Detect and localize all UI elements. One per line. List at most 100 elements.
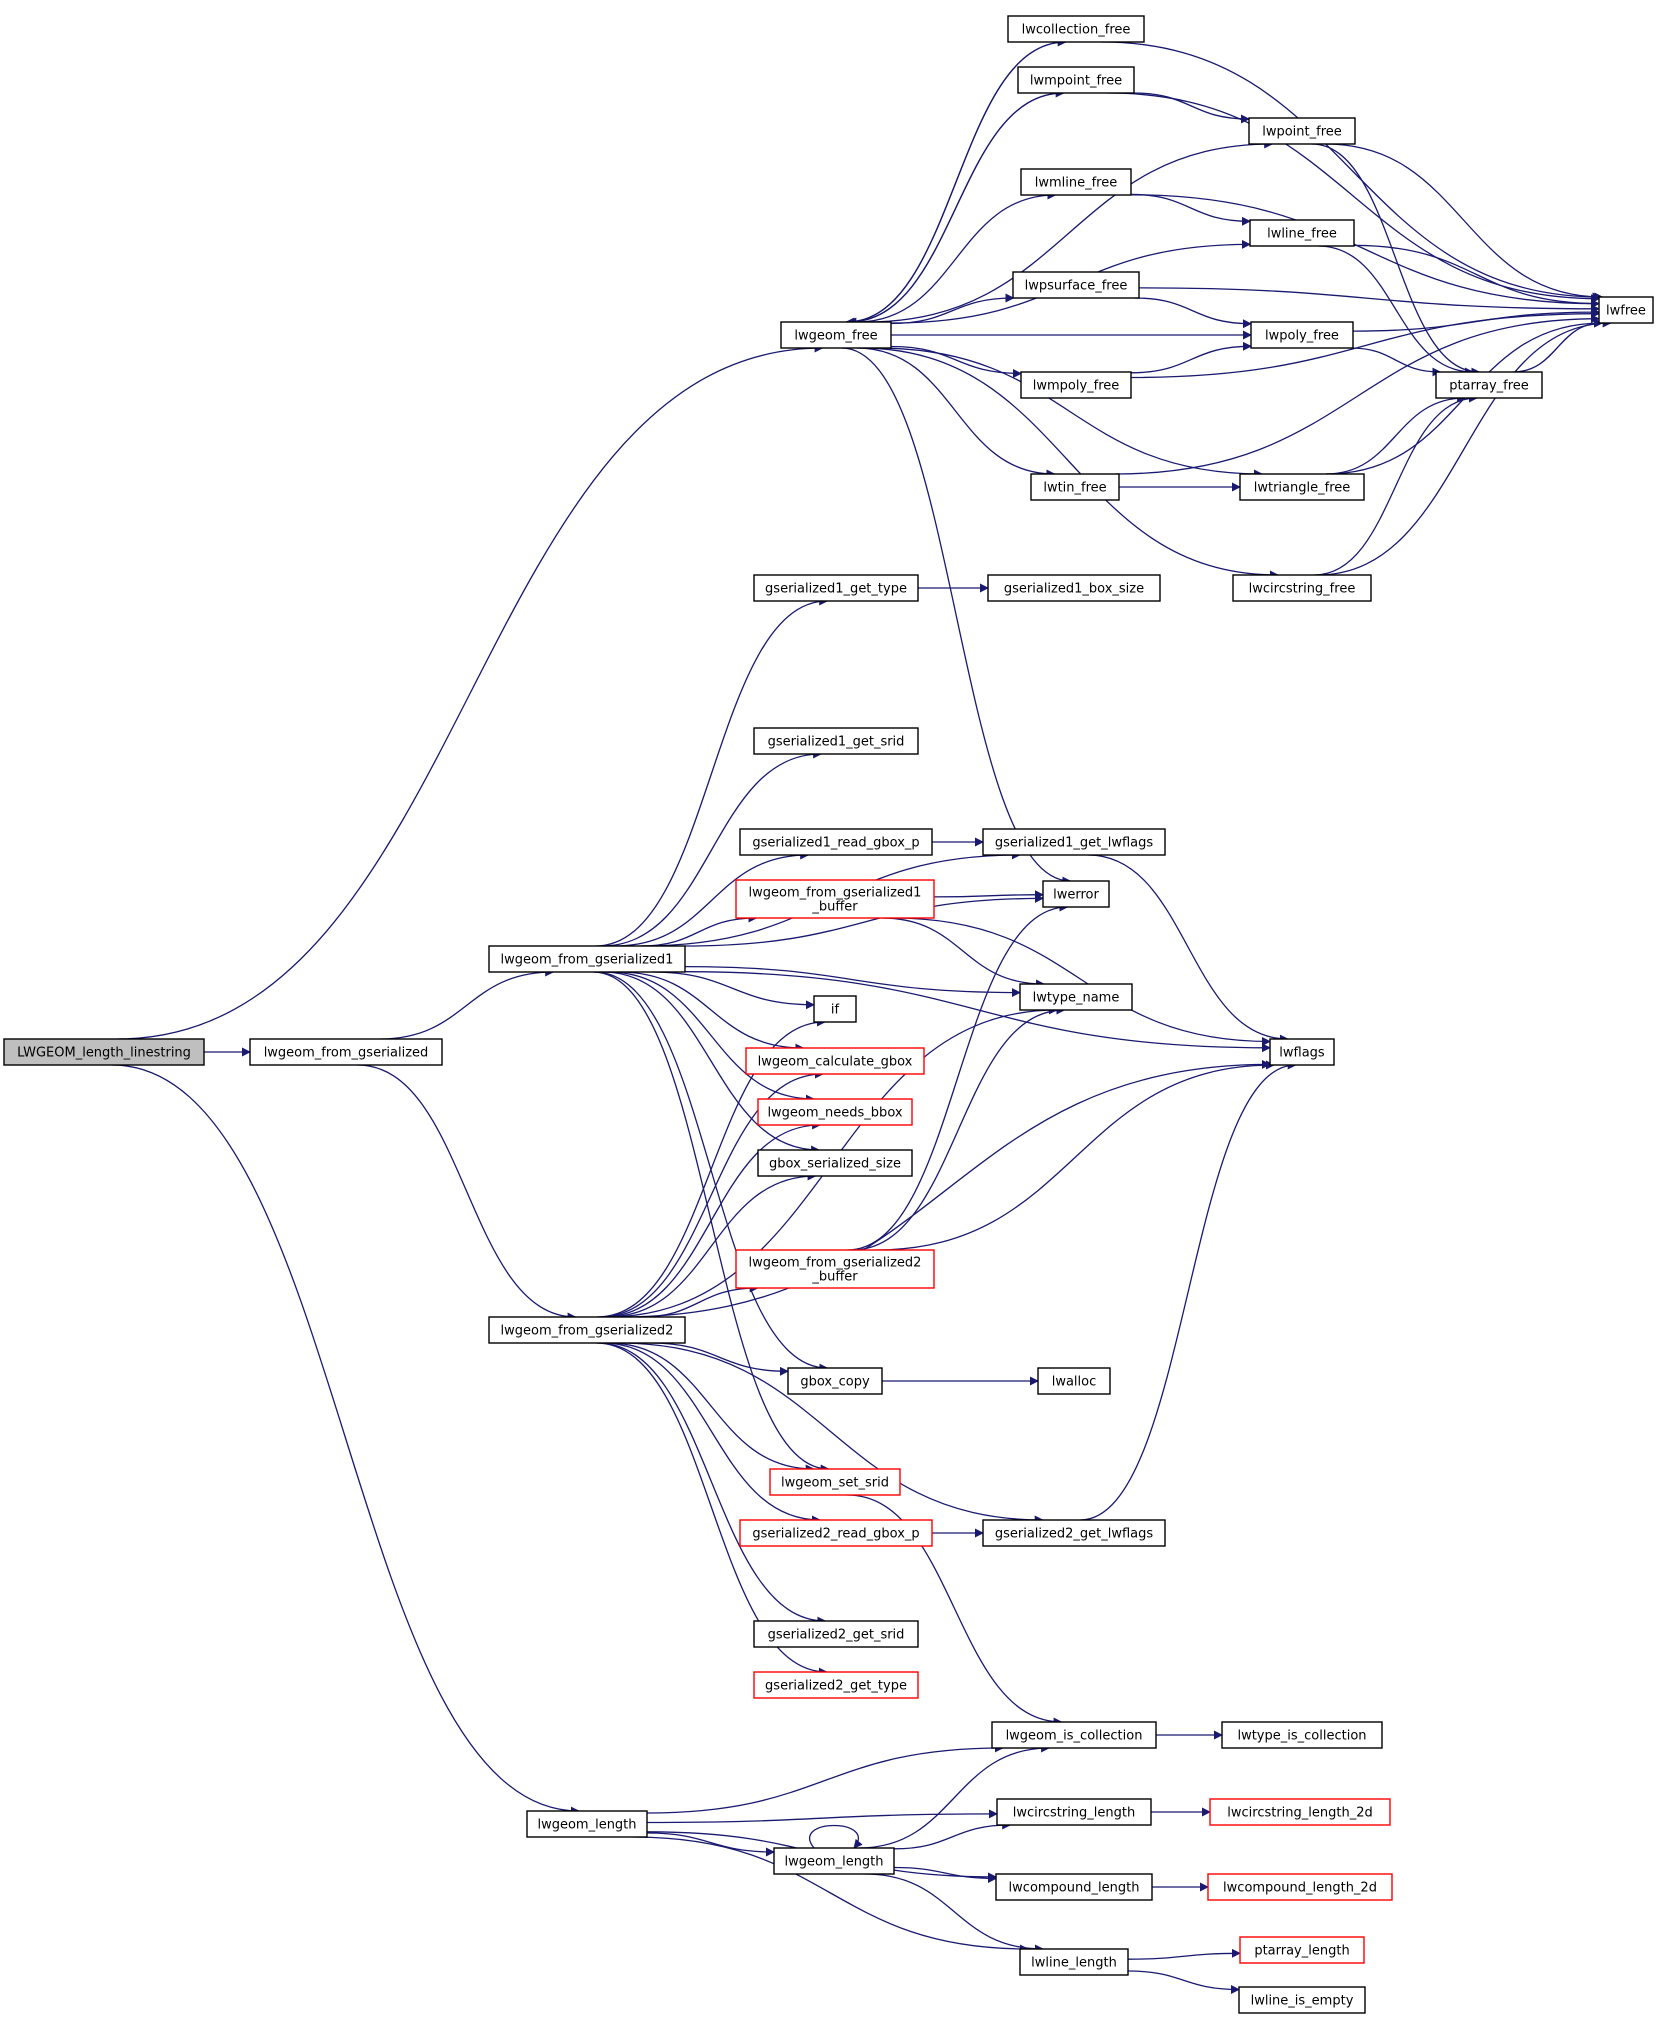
edge-group (618, 971, 805, 1053)
node-gserialized1-read-gbox-p[interactable]: gserialized1_read_gbox_p (739, 828, 933, 856)
node-lwgeom-from-gserialized[interactable]: lwgeom_from_gserialized (249, 1038, 443, 1066)
edge-group (856, 190, 1057, 323)
node-lwfree[interactable]: lwfree (1598, 296, 1654, 324)
node-lwgeom-from-gserialized2[interactable]: lwgeom_from_gserialized2 (488, 1316, 686, 1344)
edge-gserialized2_get_lwflags-to-lwflags (1080, 1060, 1297, 1521)
node-lwmline-free[interactable]: lwmline_free (1020, 168, 1132, 196)
node-label: lwline_length (1031, 1956, 1117, 1971)
node-gbox-serialized-size[interactable]: gbox_serialized_size (757, 1149, 913, 1177)
edge-group (602, 1342, 821, 1525)
node-box (1249, 219, 1355, 247)
node-lwgeom-length-inner[interactable]: lwgeom_length (773, 1847, 895, 1875)
node-gserialized1-get-srid[interactable]: gserialized1_get_srid (753, 727, 919, 755)
node-label: gserialized1_read_gbox_p (752, 836, 919, 851)
node-label: gbox_serialized_size (769, 1157, 901, 1172)
node-lwgeom-free[interactable]: lwgeom_free (780, 321, 892, 349)
edge-group (1313, 393, 1478, 576)
edge-group (640, 913, 758, 947)
node-lwpoly-free[interactable]: lwpoly_free (1250, 321, 1354, 349)
node-lwmpoint-free[interactable]: lwmpoint_free (1017, 66, 1135, 94)
node-box (753, 574, 919, 602)
node-lwtin-free[interactable]: lwtin_free (1030, 473, 1120, 501)
node-label: lwgeom_from_gserialized1 (749, 886, 922, 901)
edge-group (646, 1832, 775, 1857)
node-lwgeom-from-gserialized1[interactable]: lwgeom_from_gserialized1 (488, 945, 686, 973)
node-lwcircstring-length[interactable]: lwcircstring_length (996, 1798, 1152, 1826)
edge-lwpsurface_free-to-lwpoly_free (1134, 297, 1252, 329)
node-gbox-copy[interactable]: gbox_copy (787, 1367, 883, 1395)
edge-lwgeom_from_gserialized1-to-lwgeom_from_gserialized1_buffer (640, 913, 758, 947)
edge-lwpsurface_free-to-lwfree (1138, 287, 1600, 314)
node-lwalloc[interactable]: lwalloc (1037, 1367, 1111, 1395)
edge-group (601, 1120, 822, 1318)
node-lwline-length[interactable]: lwline_length (1019, 1948, 1129, 1976)
edge-group (1101, 41, 1602, 302)
edge-group (646, 1809, 998, 1824)
node-box (1435, 371, 1543, 399)
node-lwmpoly-free[interactable]: lwmpoly_free (1020, 371, 1132, 399)
node-lwerror[interactable]: lwerror (1042, 880, 1110, 908)
node-lwgeom-is-collection[interactable]: lwgeom_is_collection (991, 1721, 1157, 1749)
node-label: gbox_copy (800, 1375, 870, 1390)
node-box (773, 1847, 895, 1875)
node-label: gserialized1_get_lwflags (995, 836, 1154, 851)
node-lwgeom-from-gserialized1-buffer[interactable]: lwgeom_from_gserialized1_buffer (735, 879, 935, 919)
node-lwcircstring-length-2d[interactable]: lwcircstring_length_2d (1209, 1798, 1391, 1826)
edge-group (1311, 143, 1481, 377)
node-lwpsurface-free[interactable]: lwpsurface_free (1012, 271, 1140, 299)
node-label: gserialized1_get_type (765, 582, 907, 597)
node-gserialized1-box-size[interactable]: gserialized1_box_size (987, 574, 1161, 602)
node-label: LWGEOM_length_linestring (17, 1046, 191, 1061)
edge-group (1133, 92, 1250, 124)
node-gserialized2-read-gbox-p[interactable]: gserialized2_read_gbox_p (739, 1519, 933, 1547)
node-lwgeom-from-gserialized2-buffer[interactable]: lwgeom_from_gserialized2_buffer (735, 1249, 935, 1289)
edge-group (597, 1342, 827, 1626)
edge-group (112, 1064, 580, 1816)
node-lwgeom-needs-bbox[interactable]: lwgeom_needs_bbox (757, 1098, 913, 1126)
edge-group (684, 965, 1021, 998)
node-label: lwmpoly_free (1033, 379, 1120, 394)
edge-lwcircstring_free-to-ptarray_free (1313, 393, 1478, 576)
node-label: lwline_is_empty (1251, 1994, 1354, 2009)
node-lwgeom-set-srid[interactable]: lwgeom_set_srid (769, 1468, 901, 1496)
node-lwcompound-length[interactable]: lwcompound_length (995, 1873, 1153, 1901)
node-lwcompound-length-2d[interactable]: lwcompound_length_2d (1207, 1873, 1393, 1901)
node-ptarray-length[interactable]: ptarray_length (1239, 1936, 1365, 1964)
node-lwflags[interactable]: lwflags (1269, 1038, 1335, 1066)
node-lwpoint-free[interactable]: lwpoint_free (1248, 117, 1356, 145)
edge-group (893, 1866, 997, 1883)
node-gserialized1-get-type[interactable]: gserialized1_get_type (753, 574, 919, 602)
edge-group (601, 749, 823, 947)
edge-lwgeom_from_gserialized1-to-lwgeom_calculate_gbox (618, 971, 805, 1053)
node-lwline-is-empty[interactable]: lwline_is_empty (1238, 1986, 1366, 2014)
node-gserialized1-get-lwflags[interactable]: gserialized1_get_lwflags (982, 828, 1166, 856)
node-if[interactable]: if (813, 995, 857, 1023)
node-lwgeom-length[interactable]: lwgeom_length (526, 1810, 648, 1838)
edge-group (596, 1342, 828, 1677)
node-lwgeom-calculate-gbox[interactable]: lwgeom_calculate_gbox (745, 1047, 925, 1075)
edge-group (1317, 245, 1474, 377)
node-lwtype-name[interactable]: lwtype_name (1019, 983, 1133, 1011)
node-box (1007, 15, 1145, 43)
node-lwtriangle-free[interactable]: lwtriangle_free (1239, 473, 1365, 501)
edge-lwgeom_from_gserialized2-to-gbox_serialized_size (606, 1171, 817, 1318)
node-gserialized2-get-srid[interactable]: gserialized2_get_srid (753, 1620, 919, 1648)
edge-group (1130, 194, 1600, 309)
node-lwtype-is-collection[interactable]: lwtype_is_collection (1221, 1721, 1383, 1749)
node-lwcircstring-free[interactable]: lwcircstring_free (1232, 574, 1372, 602)
edge-group (602, 971, 821, 1155)
node-label: gserialized2_get_type (765, 1679, 907, 1694)
node-gserialized2-get-lwflags[interactable]: gserialized2_get_lwflags (982, 1519, 1166, 1547)
node-box (3, 1038, 205, 1066)
node-gserialized2-get-type[interactable]: gserialized2_get_type (753, 1671, 919, 1699)
node-lwcollection-free[interactable]: lwcollection_free (1007, 15, 1145, 43)
edge-lwgeom_free-to-lwmpoly_free (890, 345, 1022, 378)
node-ptarray-free[interactable]: ptarray_free (1435, 371, 1543, 399)
node-lwline-free[interactable]: lwline_free (1249, 219, 1355, 247)
edge-group (1130, 341, 1252, 374)
edge-lwgeom_from_gserialized-to-lwgeom_from_gserialized1 (379, 967, 555, 1040)
edge-lwpoint_free-to-lwfree (1325, 143, 1604, 302)
node-LWGEOM-length-linestring[interactable]: LWGEOM_length_linestring (3, 1038, 205, 1066)
edge-lwgeom_from_gserialized2-to-gserialized2_read_gbox_p (602, 1342, 821, 1525)
edge-lwgeom_from_gserialized1-to-gserialized1_get_type (595, 596, 829, 947)
